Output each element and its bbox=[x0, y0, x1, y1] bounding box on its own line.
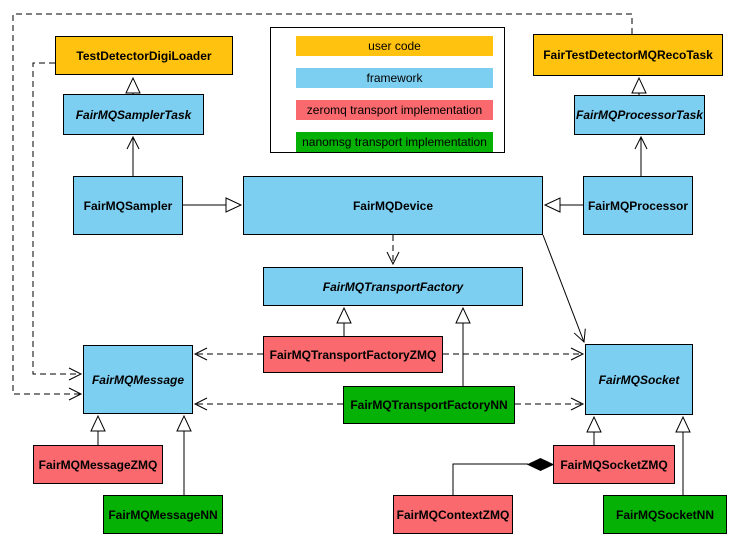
class-box-fairmqsocketzmq: FairMQSocketZMQ bbox=[553, 445, 675, 484]
class-box-fairmqcontextzmq: FairMQContextZMQ bbox=[393, 495, 513, 534]
class-box-fairmqdevice: FairMQDevice bbox=[243, 176, 543, 235]
legend-label: framework bbox=[366, 71, 423, 85]
legend: user code framework zeromq transport imp… bbox=[270, 27, 505, 153]
edge-association-device-to-socket bbox=[542, 234, 586, 344]
class-box-fairmqtransportfactorynn: FairMQTransportFactoryNN bbox=[343, 386, 515, 424]
class-box-fairmqmessagenn: FairMQMessageNN bbox=[103, 495, 223, 534]
legend-item-zeromq: zeromq transport implementation bbox=[296, 100, 493, 120]
class-box-fairmqmessagezmq: FairMQMessageZMQ bbox=[33, 445, 163, 484]
legend-item-framework: framework bbox=[296, 68, 493, 88]
class-box-fairmqsocketnn: FairMQSocketNN bbox=[603, 495, 727, 534]
legend-label: nanomsg transport implementation bbox=[302, 135, 487, 149]
class-box-testdetectordigiloader: TestDetectorDigiLoader bbox=[55, 36, 233, 75]
class-box-fairmqprocessor: FairMQProcessor bbox=[583, 176, 693, 235]
class-box-fairmqsocket: FairMQSocket bbox=[585, 344, 693, 415]
class-box-fairtestdetectormqrecotask: FairTestDetectorMQRecoTask bbox=[533, 34, 723, 76]
class-box-fairmqtransportfactory: FairMQTransportFactory bbox=[263, 267, 523, 306]
composition-diamond-icon bbox=[526, 457, 555, 472]
class-box-fairmqprocessortask: FairMQProcessorTask bbox=[574, 95, 705, 135]
class-box-fairmqmessage: FairMQMessage bbox=[83, 345, 193, 414]
class-box-fairmqtransportfactoryzmq: FairMQTransportFactoryZMQ bbox=[263, 336, 443, 373]
legend-label: zeromq transport implementation bbox=[306, 103, 483, 117]
legend-item-user-code: user code bbox=[296, 36, 493, 56]
legend-item-nanomsg: nanomsg transport implementation bbox=[296, 132, 493, 152]
class-box-fairmqsamplertask: FairMQSamplerTask bbox=[63, 94, 204, 135]
legend-label: user code bbox=[368, 39, 421, 53]
edge-composition-contextzmq-to-socketzmq bbox=[452, 463, 528, 495]
class-box-fairmqsampler: FairMQSampler bbox=[73, 176, 183, 235]
